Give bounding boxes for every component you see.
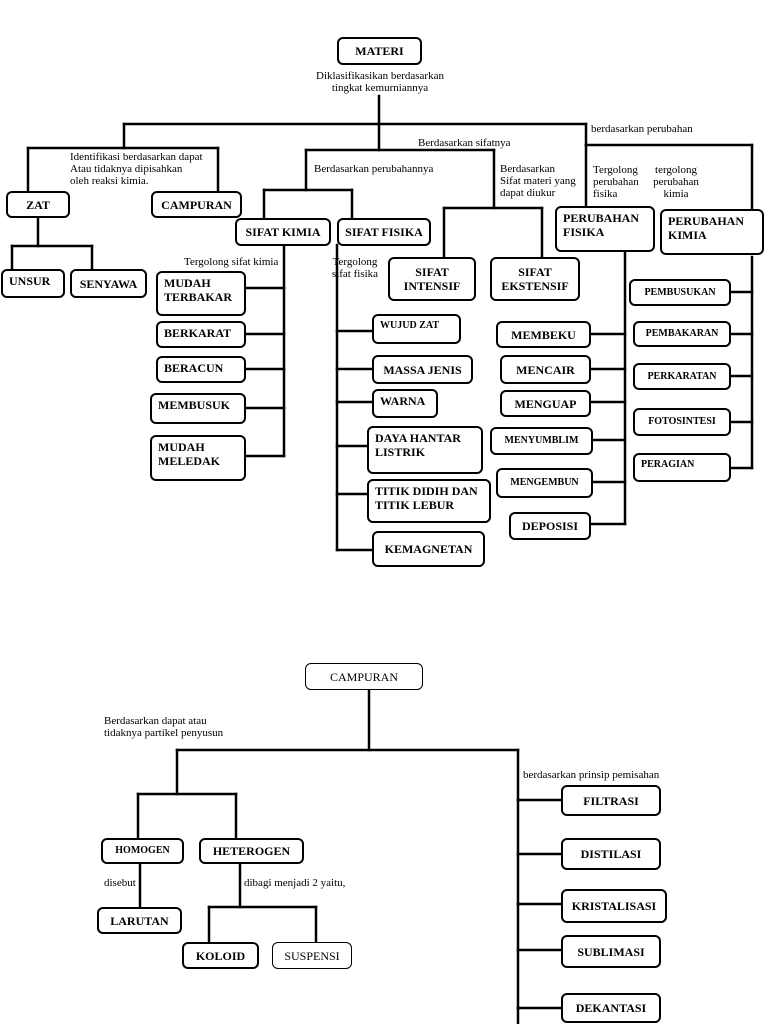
sifat-ekstensif-node: SIFAT EKSTENSIF xyxy=(490,257,580,301)
materi-note: Diklasifikasikan berdasarkan tingkat kem… xyxy=(316,70,444,94)
label-berdasarkan-sifatnya: Berdasarkan sifatnya xyxy=(418,137,511,149)
larutan-node: LARUTAN xyxy=(97,907,182,934)
campuran-root-node: CAMPURAN xyxy=(305,663,423,690)
label-dibagi: dibagi menjadi 2 yaitu, xyxy=(244,877,346,889)
fisika-item: KEMAGNETAN xyxy=(372,531,485,567)
perubahan-fisika-item: MENYUMBLIM xyxy=(490,427,593,455)
label-sifat-diukur: Berdasarkan Sifat materi yang dapat diuk… xyxy=(500,163,576,199)
label-partikel: Berdasarkan dapat atau tidaknya partikel… xyxy=(104,715,224,739)
kimia-item: BERKARAT xyxy=(156,321,246,348)
pemisahan-item: SUBLIMASI xyxy=(561,935,661,968)
kimia-item: BERACUN xyxy=(156,356,246,383)
perubahan-kimia-item: PERKARATAN xyxy=(633,363,731,390)
kimia-item: MUDAH TERBAKAR xyxy=(156,271,246,316)
unsur-node: UNSUR xyxy=(1,269,65,298)
perubahan-fisika-node: PERUBAHAN FISIKA xyxy=(555,206,655,252)
perubahan-kimia-item: PEMBUSUKAN xyxy=(629,279,731,306)
perubahan-fisika-item: MENGUAP xyxy=(500,390,591,417)
perubahan-fisika-item: MENCAIR xyxy=(500,355,591,384)
materi-node: MATERI xyxy=(337,37,422,65)
homogen-node: HOMOGEN xyxy=(101,838,184,864)
pemisahan-item: DISTILASI xyxy=(561,838,661,870)
kimia-item: MUDAH MELEDAK xyxy=(150,435,246,481)
heterogen-node: HETEROGEN xyxy=(199,838,304,864)
fisika-item: WUJUD ZAT xyxy=(372,314,461,344)
perubahan-kimia-item: PERAGIAN xyxy=(633,453,731,482)
suspensi-node: SUSPENSI xyxy=(272,942,352,969)
perubahan-fisika-item: MEMBEKU xyxy=(496,321,591,348)
pemisahan-item: DEKANTASI xyxy=(561,993,661,1023)
fisika-item: DAYA HANTAR LISTRIK xyxy=(367,426,483,474)
perubahan-kimia-item: FOTOSINTESI xyxy=(633,408,731,436)
pemisahan-item: KRISTALISASI xyxy=(561,889,667,923)
sifat-intensif-node: SIFAT INTENSIF xyxy=(388,257,476,301)
label-prinsip: berdasarkan prinsip pemisahan xyxy=(523,769,660,781)
perubahan-fisika-item: DEPOSISI xyxy=(509,512,591,540)
sifat-kimia-node: SIFAT KIMIA xyxy=(235,218,331,246)
label-berdasarkan-perubahannya: Berdasarkan perubahannya xyxy=(314,163,434,175)
perubahan-kimia-item: PEMBAKARAN xyxy=(633,321,731,347)
perubahan-fisika-item: MENGEMBUN xyxy=(496,468,593,498)
kimia-item: MEMBUSUK xyxy=(150,393,246,424)
perubahan-kimia-node: PERUBAHAN KIMIA xyxy=(660,209,764,255)
campuran-node: CAMPURAN xyxy=(151,191,242,218)
fisika-item: MASSA JENIS xyxy=(372,355,473,384)
label-disebut: disebut xyxy=(104,877,136,889)
label-tergolong-sifat-kimia: Tergolong sifat kimia xyxy=(184,256,279,268)
senyawa-node: SENYAWA xyxy=(70,269,147,298)
sifat-fisika-node: SIFAT FISIKA xyxy=(337,218,431,246)
label-tergolong-sifat-fisika: Tergolong sifat fisika xyxy=(331,256,379,280)
fisika-item: TITIK DIDIH DAN TITIK LEBUR xyxy=(367,479,491,523)
fisika-item: WARNA xyxy=(372,389,438,418)
label-tergolong-kimia: tergolong perubahan kimia xyxy=(653,164,699,200)
label-identifikasi: Identifikasi berdasarkan dapat Atau tida… xyxy=(70,151,203,187)
label-tergolong-fisika: Tergolong perubahan fisika xyxy=(593,164,639,200)
label-berdasarkan-perubahan: berdasarkan perubahan xyxy=(591,123,693,135)
pemisahan-item: FILTRASI xyxy=(561,785,661,816)
koloid-node: KOLOID xyxy=(182,942,259,969)
zat-node: ZAT xyxy=(6,191,70,218)
